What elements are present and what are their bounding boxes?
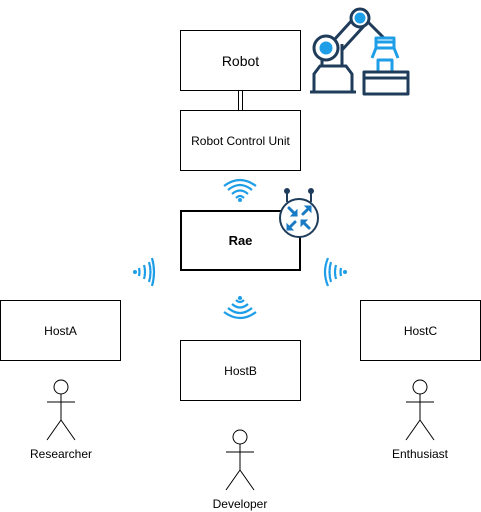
host-c-label: HostC (403, 323, 438, 338)
wifi-icon (223, 296, 257, 320)
researcher-label: Researcher (29, 447, 93, 461)
robot-label: Robot (221, 52, 260, 69)
host-a-node[interactable]: HostA (0, 300, 121, 361)
wifi-icon (133, 257, 156, 287)
robot-node[interactable]: Robot (180, 30, 301, 91)
robot-control-unit-label: Robot Control Unit (191, 133, 290, 148)
wifi-icon (323, 257, 347, 287)
enthusiast-actor-icon (405, 379, 435, 441)
router-icon (279, 188, 319, 238)
robot-arm-icon (310, 7, 410, 96)
host-b-label: HostB (224, 363, 257, 378)
host-b-node[interactable]: HostB (180, 340, 301, 401)
host-c-node[interactable]: HostC (360, 300, 481, 361)
host-a-label: HostA (44, 323, 77, 338)
enthusiast-label: Enthusiast (391, 447, 449, 461)
wifi-icon (223, 178, 257, 202)
developer-actor-icon (225, 429, 255, 491)
researcher-actor-icon (46, 379, 76, 441)
robot-control-unit-node[interactable]: Robot Control Unit (180, 110, 301, 171)
developer-label: Developer (212, 497, 268, 511)
rae-label: Rae (228, 233, 253, 248)
